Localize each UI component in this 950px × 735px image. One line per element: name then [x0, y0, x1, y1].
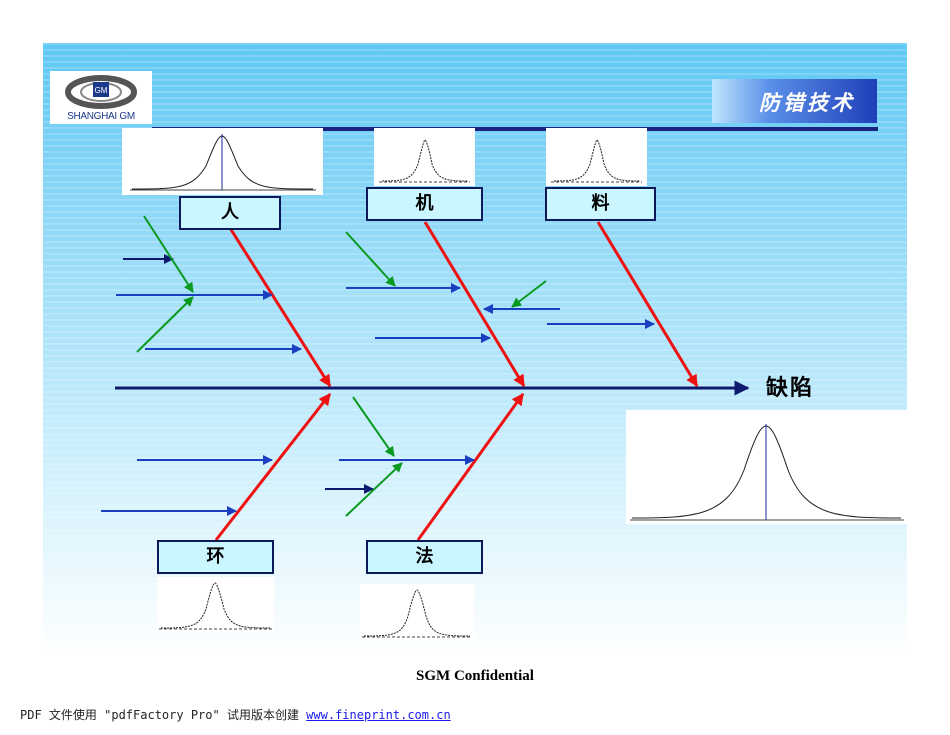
page-title: 防错技术	[759, 90, 855, 115]
bone-method	[416, 393, 525, 541]
confidential-footer: SGM Confidential	[416, 668, 534, 684]
cause-label-environment: 环	[157, 540, 274, 574]
distribution-curve-material	[546, 128, 647, 186]
pdf-watermark: PDF 文件使用 "pdfFactory Pro" 试用版本创建 www.fin…	[20, 706, 451, 723]
logo-text: SHANGHAI GM	[67, 111, 135, 122]
cause-label-method: 法	[366, 540, 483, 574]
bone-man	[228, 227, 332, 388]
cause-label-man: 人	[179, 196, 281, 230]
bone-material	[596, 221, 699, 388]
gm-badge-text: GM	[95, 86, 108, 95]
green-arrow	[352, 396, 395, 457]
distribution-curve-method	[360, 584, 474, 640]
distribution-curve-machine	[374, 128, 475, 186]
bone-environment	[214, 393, 332, 541]
watermark-text: PDF 文件使用 "pdfFactory Pro" 试用版本创建	[20, 708, 307, 722]
green-arrow	[345, 462, 403, 517]
green-arrow	[143, 215, 194, 293]
distribution-curve-environment	[157, 577, 274, 632]
effect-label: 缺陷	[766, 375, 815, 401]
cause-label-material: 料	[545, 187, 656, 221]
gm-emblem-icon: GM	[65, 75, 137, 109]
watermark-link[interactable]: www.fineprint.com.cn	[306, 708, 451, 722]
bone-machine	[423, 221, 526, 388]
distribution-curve-man	[122, 128, 323, 195]
green-arrow	[345, 231, 396, 287]
shanghai-gm-logo: GM SHANGHAI GM	[50, 71, 152, 124]
title-bar: 防错技术	[712, 79, 877, 123]
title-underline	[152, 127, 878, 131]
distribution-curve-effect	[626, 410, 907, 524]
cause-label-machine: 机	[366, 187, 483, 221]
green-arrow	[136, 296, 194, 353]
green-arrow	[511, 280, 547, 308]
